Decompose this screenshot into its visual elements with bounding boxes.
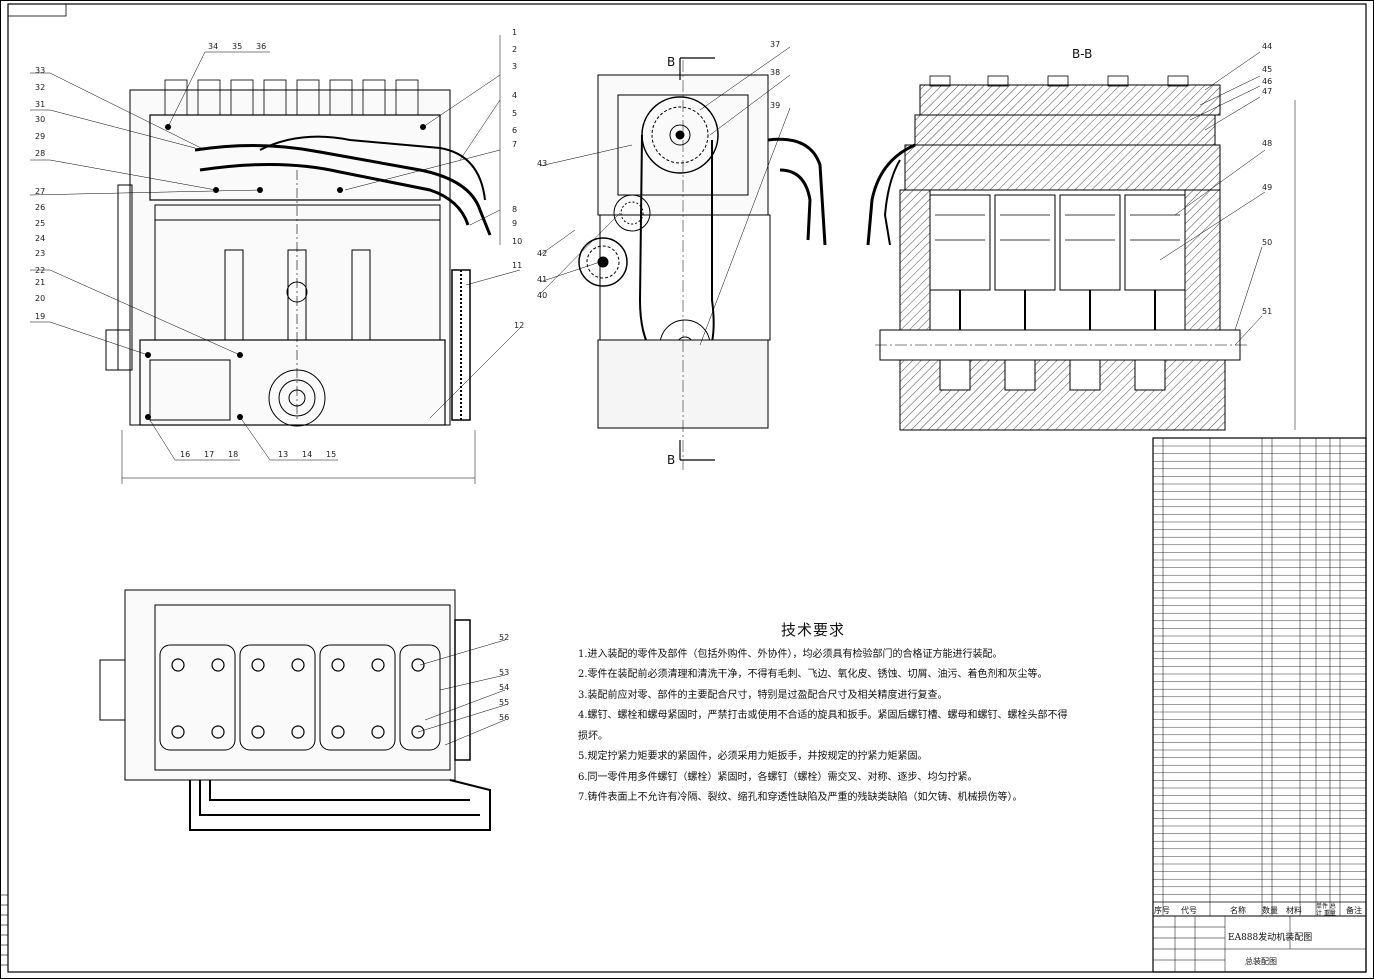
callout-33: 33: [35, 66, 45, 75]
callout-43: 43: [537, 159, 547, 168]
tech-requirements-title: 技术要求: [780, 621, 845, 639]
callout-24: 24: [35, 234, 45, 243]
callout-45: 45: [1262, 65, 1272, 74]
callout-44: 44: [1262, 42, 1272, 51]
bom-header-qty: 数量: [1262, 906, 1278, 915]
callout-56: 56: [499, 713, 509, 722]
callout-46: 46: [1262, 77, 1272, 86]
callout-42: 42: [537, 249, 547, 258]
callout-55: 55: [499, 698, 509, 707]
bom-header-remark: 备注: [1346, 906, 1362, 915]
side-view: [578, 57, 827, 470]
bottom-view: [99, 589, 491, 831]
callout-6: 6: [512, 126, 517, 135]
callout-17: 17: [204, 450, 214, 459]
front-view-leaders: [29, 35, 521, 461]
callout-16: 16: [180, 450, 190, 459]
callout-29: 29: [35, 132, 45, 141]
callout-10: 10: [512, 237, 522, 246]
callout-22: 22: [35, 266, 45, 275]
callout-19: 19: [35, 312, 45, 321]
bom-header-material: 材料: [1286, 906, 1302, 915]
tech-item: 3.装配前应对零、部件的主要配合尺寸，特别是过盈配合尺寸及相关精度进行复查。: [578, 689, 948, 701]
callout-34: 34: [208, 42, 218, 51]
bom-header-code: 代号: [1181, 906, 1197, 915]
callout-12: 12: [514, 321, 524, 330]
tech-item: 损坏。: [578, 730, 608, 742]
callout-50: 50: [1262, 238, 1272, 247]
callout-21: 21: [35, 278, 45, 287]
callout-49: 49: [1262, 183, 1272, 192]
callout-15: 15: [326, 450, 336, 459]
tech-item: 5.规定拧紧力矩要求的紧固件，必须采用力矩扳手，并按规定的拧紧力矩紧固。: [578, 751, 928, 762]
section-mark-top: B: [667, 55, 675, 69]
tech-item: 4.螺钉、螺栓和螺母紧固时，严禁打击或使用不合适的旋具和扳手。紧固后螺钉槽、螺母…: [578, 710, 1068, 721]
tech-item: 7.铸件表面上不允许有冷隔、裂纹、缩孔和穿透性缺陷及严重的残缺类缺陷（如欠铸、机…: [578, 792, 1023, 803]
callout-31: 31: [35, 100, 45, 109]
callout-26: 26: [35, 203, 45, 212]
section-mark-bottom: B: [667, 453, 675, 467]
callout-32: 32: [35, 83, 45, 92]
tech-item: 1.进入装配的零件及部件（包括外购件、外协件），均必须具有检验部门的合格证方能进…: [578, 648, 1003, 660]
callout-18: 18: [228, 450, 238, 459]
callout-30: 30: [35, 115, 45, 124]
section-bb-view: [866, 75, 1296, 431]
callout-37: 37: [770, 40, 780, 49]
callout-8: 8: [512, 205, 517, 214]
front-view: [105, 79, 492, 484]
callout-13: 13: [278, 450, 288, 459]
corner-tag-box: [7, 3, 67, 17]
tech-item: 6.同一零件用多件螺钉（螺栓）紧固时，各螺钉（螺栓）需交叉、对称、逐步、均匀拧紧…: [578, 771, 978, 783]
side-view-leaders: [539, 46, 791, 346]
drawing-title: EA888发动机装配图: [1228, 933, 1313, 943]
callout-2: 2: [512, 45, 517, 54]
callout-52: 52: [499, 633, 509, 642]
bom-header-weight: 单件 总计 重量: [1316, 903, 1336, 917]
callout-35: 35: [232, 42, 242, 51]
callout-4: 4: [512, 91, 517, 100]
technical-requirements: 技术要求 1.进入装配的零件及部件（包括外购件、外协件），均必须具有检验部门的合…: [578, 620, 1068, 809]
bom-header-seq: 序号: [1154, 906, 1170, 915]
bom-header-name: 名称: [1230, 906, 1246, 915]
callout-38: 38: [770, 68, 780, 77]
bill-of-materials: [1152, 437, 1367, 973]
tech-item: 2.零件在装配前必须清理和清洗干净，不得有毛刺、飞边、氧化皮、锈蚀、切屑、油污、…: [578, 669, 1048, 680]
callout-9: 9: [512, 219, 517, 228]
callout-51: 51: [1262, 307, 1272, 316]
callout-7: 7: [512, 140, 517, 149]
bottom-view-leaders: [417, 639, 506, 746]
section-label: B-B: [1072, 47, 1092, 61]
callout-28: 28: [35, 149, 45, 158]
drawing-subtitle: 总装配图: [1245, 957, 1277, 966]
callout-40: 40: [537, 291, 547, 300]
callout-36: 36: [256, 42, 266, 51]
callout-1: 1: [512, 28, 517, 37]
callout-23: 23: [35, 249, 45, 258]
callout-47: 47: [1262, 87, 1272, 96]
left-margin-ticks: [0, 894, 8, 966]
callout-3: 3: [512, 62, 517, 71]
callout-14: 14: [302, 450, 312, 459]
callout-39: 39: [770, 101, 780, 110]
callout-48: 48: [1262, 139, 1272, 148]
callout-20: 20: [35, 294, 45, 303]
section-bb-leaders: [1159, 51, 1266, 346]
callout-41: 41: [537, 275, 547, 284]
callout-27: 27: [35, 187, 45, 196]
callout-53: 53: [499, 668, 509, 677]
callout-11: 11: [512, 261, 522, 270]
callout-54: 54: [499, 683, 509, 692]
callout-25: 25: [35, 219, 45, 228]
callout-5: 5: [512, 109, 517, 118]
